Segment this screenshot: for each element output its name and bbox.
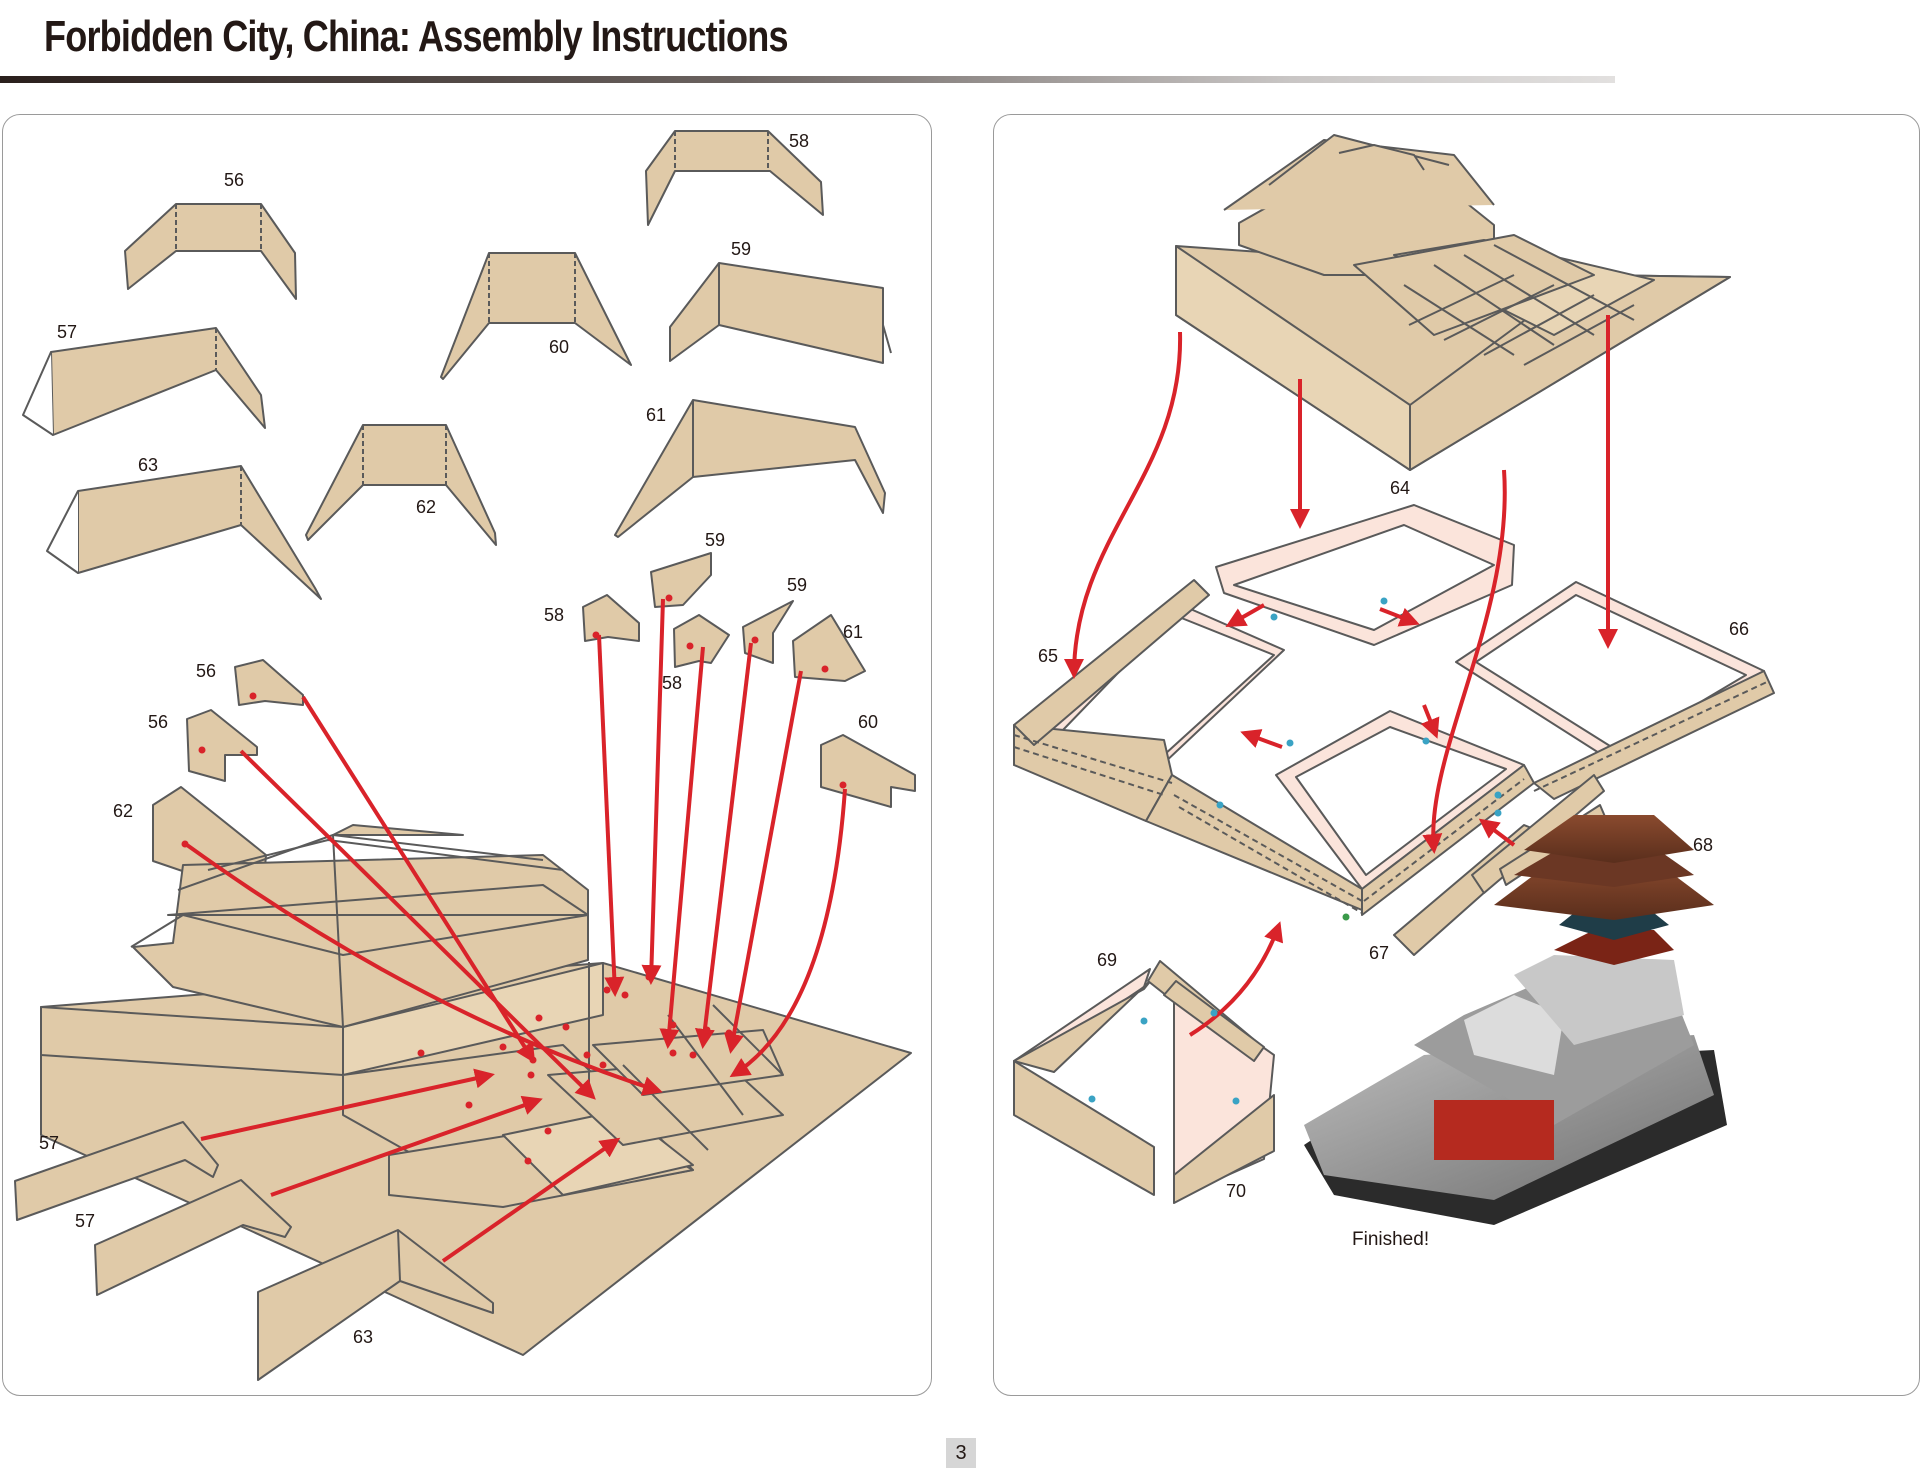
base-panel-67 — [1275, 710, 1525, 890]
placement-arrows-right — [1064, 315, 1618, 1037]
base-walls — [1013, 579, 1775, 956]
part-label-58b: 58 — [544, 605, 564, 625]
finished-caption: Finished! — [1352, 1229, 1429, 1250]
part-57-bottom-pieces — [14, 1121, 292, 1296]
part-label-63b: 63 — [353, 1327, 373, 1347]
panel-right-assembly: 64 65 66 68 67 69 70 Finished! — [993, 114, 1920, 1396]
part-label-61: 61 — [646, 405, 666, 425]
part-58-piece — [645, 130, 824, 226]
part-label-58: 58 — [789, 131, 809, 151]
part-label-56b: 56 — [196, 661, 216, 681]
part-label-59: 59 — [731, 239, 751, 259]
glue-dots-right — [1088, 597, 1502, 1105]
part-label-67: 67 — [1369, 943, 1389, 963]
part-label-70: 70 — [1226, 1181, 1246, 1201]
part-label-56c: 56 — [148, 712, 168, 732]
part-label-60: 60 — [549, 337, 569, 357]
page-title: Forbidden City, China: Assembly Instruct… — [44, 12, 789, 61]
part-label-61b: 61 — [843, 622, 863, 642]
title-rule — [0, 76, 1615, 83]
frame-70 — [1163, 980, 1275, 1204]
part-label-62: 62 — [416, 497, 436, 517]
part-label-66: 66 — [1729, 619, 1749, 639]
part-label-58c: 58 — [662, 673, 682, 693]
part-label-56: 56 — [224, 170, 244, 190]
assembled-platform — [40, 824, 912, 1356]
glue-dots — [181, 594, 847, 1165]
placement-arrows — [185, 598, 847, 1263]
right-assembly-diagram: 64 65 66 68 67 69 70 Finished! — [1013, 134, 1775, 1250]
left-assembly-diagram: 56 58 59 57 60 61 63 62 59 58 59 58 61 5… — [14, 130, 916, 1381]
part-label-60b: 60 — [858, 712, 878, 732]
part-61-piece — [614, 399, 886, 538]
part-label-64: 64 — [1390, 478, 1410, 498]
part-label-59b: 59 — [705, 530, 725, 550]
part-label-57b: 57 — [39, 1133, 59, 1153]
part-label-63: 63 — [138, 455, 158, 475]
assembled-model-top — [1175, 134, 1731, 471]
part-63-bottom-piece — [257, 1229, 494, 1381]
part-label-62b: 62 — [113, 801, 133, 821]
part-label-69: 69 — [1097, 950, 1117, 970]
part-60-piece — [440, 252, 632, 380]
part-57-piece — [22, 327, 266, 436]
part-62-piece — [305, 424, 497, 546]
page-number: 3 — [946, 1438, 976, 1468]
part-label-68: 68 — [1693, 835, 1713, 855]
part-label-57: 57 — [57, 322, 77, 342]
part-56-piece — [124, 203, 297, 300]
panel-left-assembly: 56 58 59 57 60 61 63 62 59 58 59 58 61 5… — [2, 114, 932, 1396]
part-label-57c: 57 — [75, 1211, 95, 1231]
base-panel-64 — [1215, 504, 1515, 646]
finished-model-illustration — [1304, 815, 1727, 1225]
small-parts — [152, 552, 916, 892]
part-59-piece — [669, 262, 892, 364]
part-label-59c: 59 — [787, 575, 807, 595]
part-label-65: 65 — [1038, 646, 1058, 666]
page-header: Forbidden City, China: Assembly Instruct… — [0, 0, 1615, 86]
part-63-piece — [46, 465, 322, 600]
